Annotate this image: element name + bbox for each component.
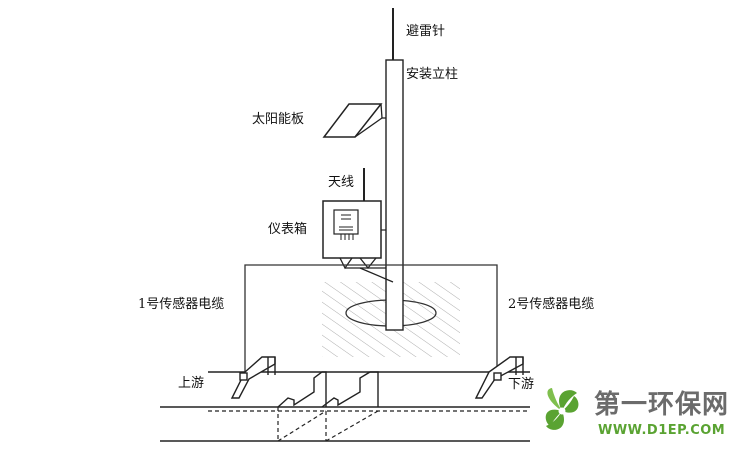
watermark-name-cn: 第一环保网	[594, 390, 730, 420]
sensor1-cable-label: 1号传感器电缆	[138, 297, 225, 312]
mounting-pole-label: 安装立柱	[406, 67, 459, 82]
sensor2-cable-label: 2号传感器电缆	[508, 297, 595, 312]
lightning-rod-label: 避雷针	[406, 24, 446, 39]
instrument-box	[322, 200, 386, 259]
upstream-bracket	[230, 356, 276, 399]
instrument-box-label: 仪表箱	[268, 222, 308, 237]
solar-panel-label: 太阳能板	[252, 112, 305, 127]
downstream-label: 下游	[508, 377, 535, 392]
solar-panel	[322, 103, 386, 138]
sensor-cables	[244, 264, 498, 372]
mounting-pole	[385, 59, 404, 331]
watermark-name-en: WWW.D1EP.COM	[598, 423, 726, 438]
weir-structures	[277, 371, 379, 408]
cable-routing	[339, 257, 394, 283]
downstream-bracket	[474, 356, 524, 399]
weir-dashed-underground	[277, 407, 379, 442]
upstream-label: 上游	[178, 376, 205, 391]
antenna-label: 天线	[328, 175, 355, 190]
watermark-logo-icon	[541, 388, 583, 432]
